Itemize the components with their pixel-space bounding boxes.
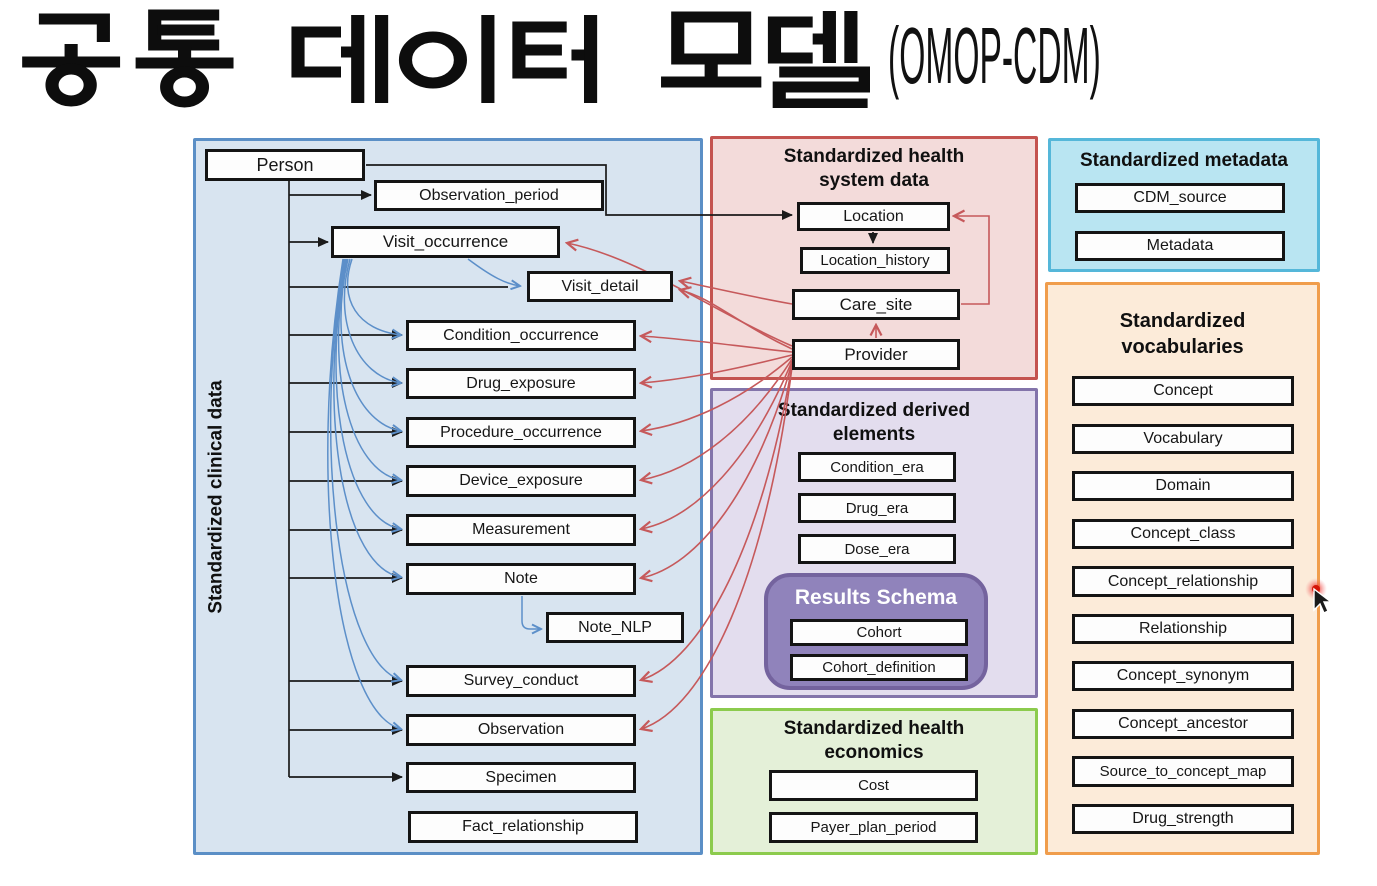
- table-specimen: Specimen: [406, 762, 636, 793]
- table-location-history: Location_history: [800, 247, 950, 274]
- table-metadata: Metadata: [1075, 231, 1285, 261]
- section-metadata-heading: Standardized metadata: [1080, 150, 1288, 171]
- table-location: Location: [797, 202, 950, 231]
- table-measurement: Measurement: [406, 514, 636, 546]
- table-drug-exposure: Drug_exposure: [406, 368, 636, 399]
- results-schema-heading: Results Schema: [794, 586, 958, 609]
- section-economics-heading: Standardized health economics: [783, 718, 965, 764]
- table-device-exposure: Device_exposure: [406, 465, 636, 497]
- table-provider: Provider: [792, 339, 960, 370]
- table-procedure-occurrence: Procedure_occurrence: [406, 417, 636, 448]
- table-visit-occurrence: Visit_occurrence: [331, 226, 560, 258]
- table-drug-strength: Drug_strength: [1072, 804, 1294, 834]
- table-concept-synonym: Concept_synonym: [1072, 661, 1294, 691]
- table-note-nlp: Note_NLP: [546, 612, 684, 643]
- table-care-site: Care_site: [792, 289, 960, 320]
- table-relationship: Relationship: [1072, 614, 1294, 644]
- table-person: Person: [205, 149, 365, 181]
- table-drug-era: Drug_era: [798, 493, 956, 523]
- table-payer-plan-period: Payer_plan_period: [769, 812, 978, 843]
- table-survey-conduct: Survey_conduct: [406, 665, 636, 697]
- table-source-to-concept-map: Source_to_concept_map: [1072, 756, 1294, 787]
- table-condition-occurrence: Condition_occurrence: [406, 320, 636, 351]
- section-health-system-heading: Standardized health system data: [783, 146, 965, 192]
- page-title-korean: [15, 8, 872, 113]
- mouse-cursor: [1305, 578, 1334, 614]
- table-cost: Cost: [769, 770, 978, 801]
- table-concept: Concept: [1072, 376, 1294, 406]
- table-concept-ancestor: Concept_ancestor: [1072, 709, 1294, 739]
- table-condition-era: Condition_era: [798, 452, 956, 482]
- section-vocabularies-heading: Standardized vocabularies: [1119, 310, 1246, 358]
- cursor-arrow-icon: [1313, 587, 1334, 614]
- table-vocabulary: Vocabulary: [1072, 424, 1294, 454]
- table-cohort: Cohort: [790, 619, 968, 646]
- table-concept-relationship: Concept_relationship: [1072, 566, 1294, 597]
- korean-title-glyphs: [22, 9, 872, 110]
- table-cdm-source: CDM_source: [1075, 183, 1285, 213]
- table-fact-relationship: Fact_relationship: [408, 811, 638, 843]
- table-dose-era: Dose_era: [798, 534, 956, 564]
- table-note: Note: [406, 563, 636, 595]
- table-observation: Observation: [406, 714, 636, 746]
- table-domain: Domain: [1072, 471, 1294, 501]
- table-visit-detail: Visit_detail: [527, 271, 673, 302]
- table-concept-class: Concept_class: [1072, 519, 1294, 549]
- page-title-latin: (OMOP-CDM): [888, 11, 1101, 100]
- section-derived-heading: Standardized derived elements: [777, 400, 971, 446]
- table-cohort-definition: Cohort_definition: [790, 654, 968, 681]
- table-observation-period: Observation_period: [374, 180, 604, 211]
